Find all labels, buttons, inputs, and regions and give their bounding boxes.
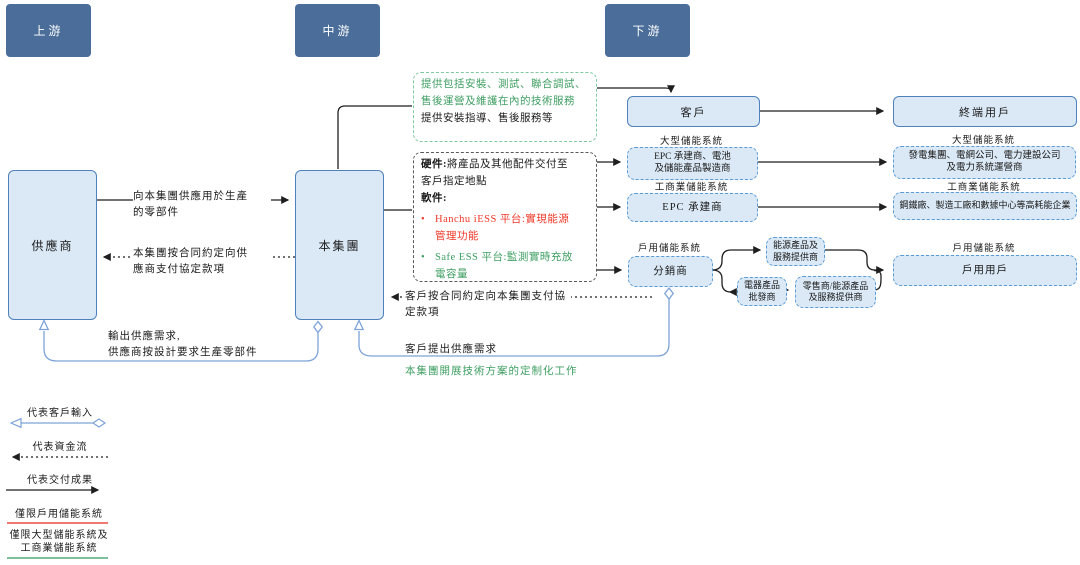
edge-pay-group: 客戶按合同約定向本集團支付協 定款項 — [405, 289, 571, 321]
service-black-text: 提供安裝指導、售後服務等 — [421, 113, 553, 124]
node-retailer: 零售商/能源產品 及服務提供商 — [795, 276, 876, 308]
legend-funds-flow-label: 代表資金流 — [32, 442, 88, 453]
legend-deliverables-label: 代表交付成果 — [27, 475, 93, 486]
edge-pay-supplier: 本集團按合同約定向供 應商支付協定款項 — [133, 246, 271, 278]
legend-open-arrow — [9, 417, 22, 429]
label-large-right: 大型儲能系統 — [951, 136, 1015, 146]
hardware-line: 硬件:將產品及其他配件交付至 客戶指定地點 — [421, 156, 589, 190]
node-steel: 鋼鐵廠、製造工廠和數據中心等高耗能企業 — [893, 192, 1077, 220]
arrow-servicebox-to-customer — [595, 85, 675, 94]
node-wholesaler: 電器產品 批發商 — [737, 277, 787, 306]
node-energy-provider: 能源產品及 服務提供商 — [766, 237, 825, 266]
arrow-merge-to-residentialuser — [824, 249, 885, 274]
legend-symbols — [6, 417, 108, 559]
label-residential-left: 戶用儲能系統 — [637, 244, 701, 254]
platform2-row: • Safe ESS 平台:監測實時充放 電容量 — [421, 249, 589, 283]
node-epc: EPC 承建商 — [627, 193, 758, 222]
customer-input-connectors — [38, 286, 675, 362]
diamond-distributor-port — [663, 286, 675, 301]
service-green-text: 提供包括安裝、測試、聯合調試、 售後運營及維護在內的技術服務 — [421, 79, 586, 107]
label-large-left: 大型儲能系統 — [659, 137, 723, 147]
arrow-distributor-to-energyprovider — [711, 246, 762, 271]
hardware-text: 將產品及其他配件交付至 客戶指定地點 — [421, 159, 568, 187]
header-downstream: 下游 — [605, 4, 690, 57]
service-note-box: 提供包括安裝、測試、聯合調試、 售後運營及維護在內的技術服務 提供安裝指導、售後… — [413, 72, 597, 142]
platform2-text: Safe ESS 平台:監測實時充放 電容量 — [435, 252, 573, 280]
node-distributor: 分銷商 — [628, 256, 713, 287]
node-group: 本集團 — [295, 170, 384, 320]
delivery-note-box: 硬件:將產品及其他配件交付至 客戶指定地點 軟件: • Hanchu iESS … — [413, 152, 597, 282]
legend-large-commercial-label: 僅限大型儲能系統及 工商業儲能系統 — [9, 530, 109, 554]
node-gen-group: 發電集團、電網公司、電力建設公司 及電力系統運營商 — [893, 146, 1076, 179]
node-customer: 客戶 — [627, 96, 760, 127]
arrow-distributor-to-wholesaler — [711, 269, 737, 296]
open-arrow-supplier-port — [38, 318, 50, 331]
curve-group-to-supplier — [43, 331, 319, 362]
edge-supply-demand: 輸出供應需求, 供應商按設計要求生產零部件 — [108, 331, 258, 358]
edge-customization: 本集團開展技術方案的定制化工作 — [405, 366, 578, 377]
connector-group-to-servicebox — [337, 105, 412, 169]
header-midstream: 中游 — [295, 4, 380, 57]
header-upstream: 上游 — [6, 4, 91, 57]
label-residential-right: 戶用儲能系統 — [952, 244, 1016, 254]
platform1-row: • Hanchu iESS 平台:實現能源 管理功能 — [421, 211, 589, 245]
edge-customer-demand: 客戶提出供應需求 — [405, 344, 497, 355]
label-commercial-left: 工商業儲能系統 — [654, 183, 729, 193]
node-end-user: 終端用戶 — [893, 96, 1077, 127]
legend-residential-only-label: 僅限戶用儲能系統 — [15, 509, 103, 520]
node-residential-user: 戶用用戶 — [893, 255, 1077, 286]
label-commercial-right: 工商業儲能系統 — [947, 183, 1021, 193]
node-epc-battery: EPC 承建商、電池 及儲能產品製造商 — [627, 147, 758, 180]
software-label: 軟件: — [421, 193, 447, 204]
open-arrow-group-port — [353, 318, 365, 331]
bullet-icon: • — [421, 214, 426, 225]
diamond-group-port — [312, 320, 324, 334]
legend-customer-input-label: 代表客戶輸入 — [27, 408, 93, 419]
edge-supply-parts: 向本集團供應用於生產 的零部件 — [133, 189, 271, 221]
bullet-icon: • — [421, 252, 426, 263]
platform1-text: Hanchu iESS 平台:實現能源 管理功能 — [435, 214, 570, 242]
connector-retailer-merge — [873, 269, 882, 291]
legend-open-diamond — [91, 418, 107, 428]
software-line: 軟件: — [421, 190, 589, 207]
node-supplier: 供應商 — [8, 170, 97, 320]
curve-distributor-to-group — [358, 299, 670, 357]
hardware-label: 硬件: — [421, 159, 447, 170]
